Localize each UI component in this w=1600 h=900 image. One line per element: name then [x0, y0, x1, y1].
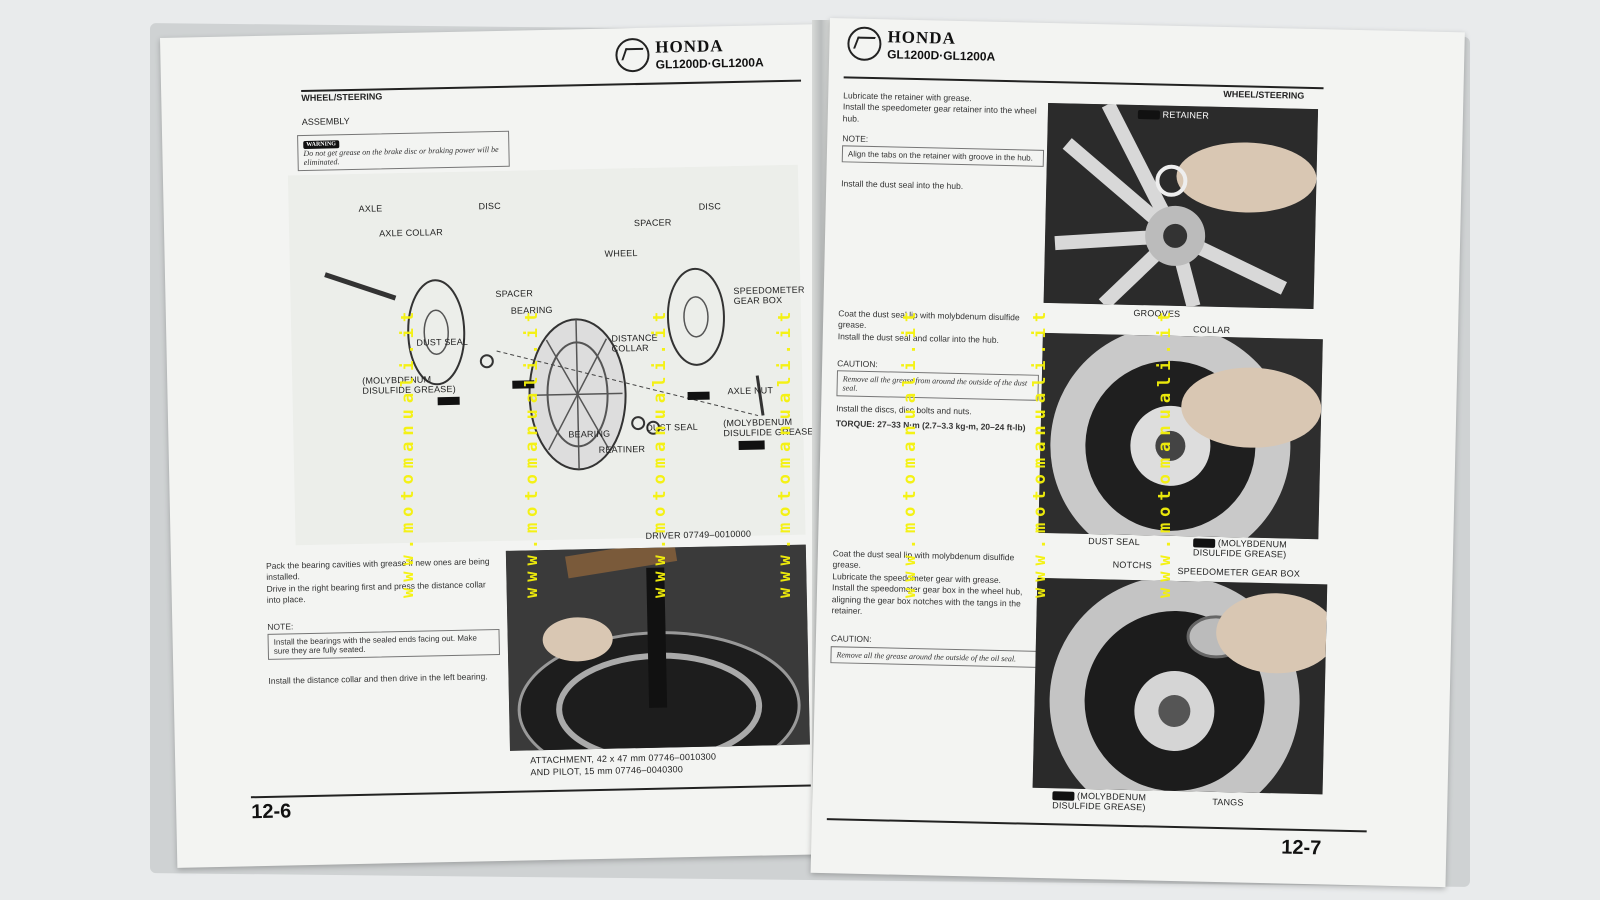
axle-shape [324, 272, 397, 301]
grease-tag-icon [1137, 110, 1160, 120]
step-dust-seal-lip: Coat the dust seal lip with molybdenum d… [837, 308, 1020, 345]
brand-name: HONDA [887, 27, 957, 48]
torque-spec: TORQUE: 27–33 N·m (2.7–3.3 kg-m, 20–24 f… [835, 418, 1026, 433]
honda-brand-right: HONDA GL1200D·GL1200A [847, 26, 996, 64]
label-attachment: ATTACHMENT, 42 x 47 mm 07746–0010300 AND… [530, 751, 717, 778]
label-tangs: TANGS [1212, 796, 1244, 808]
note-box: Install the bearings with the sealed end… [267, 629, 500, 660]
label-spacer-left: SPACER [495, 288, 534, 300]
note1-box: Align the tabs on the retainer with groo… [841, 145, 1045, 167]
right-disc-shape [666, 267, 725, 366]
label-moly-2: (MOLYBDENUM DISULFIDE GREASE) [1193, 538, 1287, 560]
label-axle-nut: AXLE NUT [727, 385, 774, 397]
warning-text: Do not get grease on the brake disc or b… [303, 144, 499, 168]
caution2-label: CAUTION: [830, 633, 872, 645]
photo-retainer [1043, 102, 1319, 310]
section-title: WHEEL/STEERING [1223, 88, 1305, 101]
caution1-label: CAUTION: [837, 358, 878, 370]
model-name: GL1200D·GL1200A [887, 47, 996, 64]
step-retainer: Lubricate the retainer with grease. Inst… [842, 90, 1037, 124]
label-collar: COLLAR [1192, 324, 1231, 336]
brand-name: HONDA [655, 36, 724, 57]
label-speedo-gear-box-photo: SPEEDOMETER GEAR BOX [1177, 566, 1301, 579]
label-axle: AXLE [358, 203, 383, 214]
header-rule [301, 79, 802, 93]
label-moly-3: (MOLYBDENUM DISULFIDE GREASE) [1052, 791, 1146, 813]
label-disc-right: DISC [698, 201, 722, 212]
step-dust-seal: Install the dust seal into the hub. [841, 178, 964, 192]
left-disc-shape [407, 279, 466, 386]
photo-collar [1038, 332, 1323, 540]
paragraph-distance-collar: Install the distance collar and then dri… [268, 671, 488, 686]
label-bearing-lower: BEARING [568, 428, 611, 440]
page-number-left: 12-6 [251, 800, 292, 824]
label-notchs: NOTCHS [1112, 559, 1152, 571]
caution1-box: Remove all the grease from around the ou… [836, 370, 1039, 401]
photo-bearing-driver [505, 544, 810, 751]
label-axle-collar: AXLE COLLAR [379, 227, 443, 239]
note-label: NOTE: [267, 621, 294, 632]
footer-rule [250, 784, 811, 799]
grease-tag-4 [738, 440, 765, 450]
exploded-wheel-diagram [287, 164, 806, 546]
honda-brand-left: HONDA GL1200D·GL1200A [615, 35, 764, 73]
label-disc-left: DISC [478, 200, 502, 212]
label-dust-seal-left: DUST SEAL [416, 336, 469, 348]
watermark-6: www.motomanuali.it [1030, 305, 1050, 598]
page-number-right: 12-7 [1281, 836, 1322, 860]
note1-label: NOTE: [842, 133, 869, 144]
section-title: WHEEL/STEERING [301, 91, 383, 104]
label-moly-right: (MOLYBDENUM DISULFIDE GREASE) [723, 416, 817, 439]
watermark-7: www.motomanuali.it [1155, 305, 1175, 598]
right-page: HONDA GL1200D·GL1200A WHEEL/STEERING Lub… [810, 18, 1465, 888]
step-speedo-gear: Coat the dust seal lip with molybdenum d… [831, 548, 1023, 617]
caution2-box: Remove all the grease around the outside… [830, 646, 1043, 668]
label-retainer: RETAINER [1137, 109, 1210, 121]
label-spacer-mid: SPACER [633, 217, 672, 229]
grease-tag-1 [437, 396, 460, 406]
photo-speedo-gear-box [1032, 577, 1328, 795]
grease-tag-2 [512, 380, 535, 389]
model-name: GL1200D·GL1200A [655, 55, 764, 72]
watermark-2: www.motomanuali.it [522, 305, 542, 598]
paragraph-bearing-pack: Pack the bearing cavities with grease if… [265, 556, 490, 606]
watermark-4: www.motomanuali.it [775, 305, 795, 598]
label-wheel: WHEEL [604, 248, 638, 259]
label-dust-seal: DUST SEAL [1088, 535, 1140, 548]
label-retainer: REATINER [598, 443, 646, 455]
label-speedo-gear-box: SPEEDOMETER GEAR BOX [733, 284, 805, 307]
watermark-1: www.motomanuali.it [398, 305, 418, 598]
left-page: HONDA GL1200D·GL1200A WHEEL/STEERING ASS… [160, 24, 838, 868]
watermark-3: www.motomanuali.it [650, 305, 670, 598]
honda-wing-logo-icon [847, 26, 882, 62]
subsection-title: ASSEMBLY [301, 116, 350, 128]
header-rule [843, 76, 1324, 90]
honda-wing-logo-icon [615, 37, 650, 73]
watermark-5: www.motomanuali.it [900, 305, 920, 598]
warning-box: WARNING Do not get grease on the brake d… [297, 130, 510, 172]
label-retainer-text: RETAINER [1162, 109, 1210, 121]
footer-rule [826, 818, 1367, 833]
grease-tag-3 [687, 391, 710, 401]
